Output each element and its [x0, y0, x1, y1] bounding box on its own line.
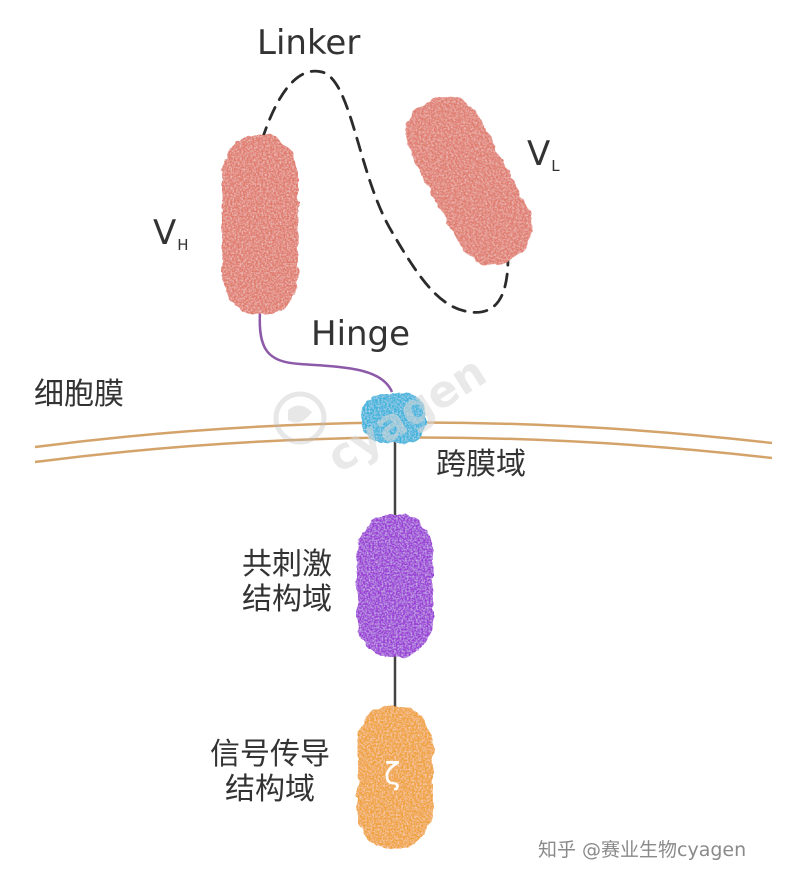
signaling-label-line1: 信号传导: [210, 737, 330, 772]
linker-dashed-line: [260, 69, 510, 314]
credit-text: 知乎 @赛业生物cyagen: [538, 839, 747, 861]
vh-label: VH: [153, 213, 189, 254]
signaling-domain: [357, 706, 433, 848]
signaling-label: 信号传导 结构域: [194, 737, 346, 807]
transmembrane-domain: [362, 393, 426, 443]
costimulatory-label-line1: 共刺激: [242, 547, 332, 582]
vl-domain: [406, 96, 533, 265]
watermark-logo-icon: [273, 391, 327, 445]
linker-label: Linker: [257, 23, 361, 63]
membrane-label: 细胞膜: [34, 377, 124, 412]
vh-domain: [222, 135, 298, 315]
signaling-label-line2: 结构域: [225, 771, 315, 807]
hinge-label: Hinge: [311, 314, 411, 354]
costimulatory-label: 共刺激 结构域: [228, 547, 346, 617]
vl-label-main: V: [527, 134, 551, 174]
zeta-label: ζ: [384, 757, 401, 792]
vl-label-subscript: L: [551, 157, 560, 175]
vh-label-main: V: [153, 213, 177, 253]
costimulatory-domain: [357, 515, 433, 657]
vl-label: VL: [527, 134, 560, 175]
transmembrane-label: 跨膜域: [436, 447, 526, 482]
costimulatory-label-line2: 结构域: [242, 581, 332, 617]
vh-label-subscript: H: [177, 236, 189, 254]
hinge-line: [258, 311, 394, 393]
